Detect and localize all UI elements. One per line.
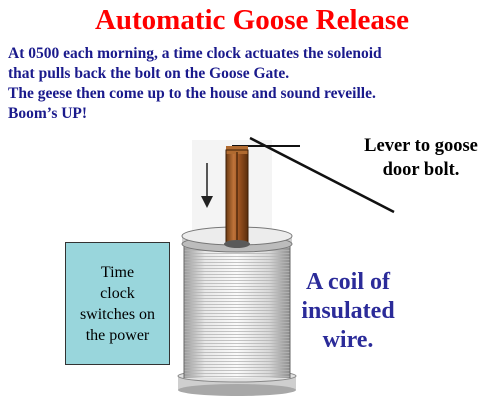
lever-label: Lever to goose door bolt. (336, 134, 504, 182)
plunger-rod (224, 146, 250, 248)
coil-label: A coil of insulated wire. (288, 268, 408, 355)
coil-label-line: insulated (301, 298, 395, 324)
time-clock-label-line: switches on (79, 305, 156, 323)
intro-text: At 0500 each morning, a time clock actua… (8, 44, 502, 124)
intro-line: The geese then come up to the house and … (8, 85, 376, 102)
coil-label-line: A coil of (306, 269, 390, 295)
lever-line (249, 136, 395, 214)
time-clock-label-line: clock (100, 284, 135, 302)
wire-coil (183, 244, 291, 378)
intro-line: that pulls back the bolt on the Goose Ga… (8, 65, 290, 82)
time-clock-label: Time clock switches on the power (80, 262, 155, 346)
down-arrow-icon (201, 163, 213, 208)
coil-label-line: wire. (322, 327, 374, 353)
intro-line: At 0500 each morning, a time clock actua… (8, 45, 382, 62)
time-clock-label-line: the power (85, 326, 150, 344)
lever-label-line: Lever to goose (364, 136, 478, 156)
intro-line: Boom’s UP! (8, 105, 88, 122)
page-title: Automatic Goose Release (94, 4, 410, 36)
time-clock-box: Time clock switches on the power (65, 242, 170, 365)
time-clock-label-line: Time (100, 263, 135, 281)
lever-label-line: door bolt. (382, 160, 460, 180)
